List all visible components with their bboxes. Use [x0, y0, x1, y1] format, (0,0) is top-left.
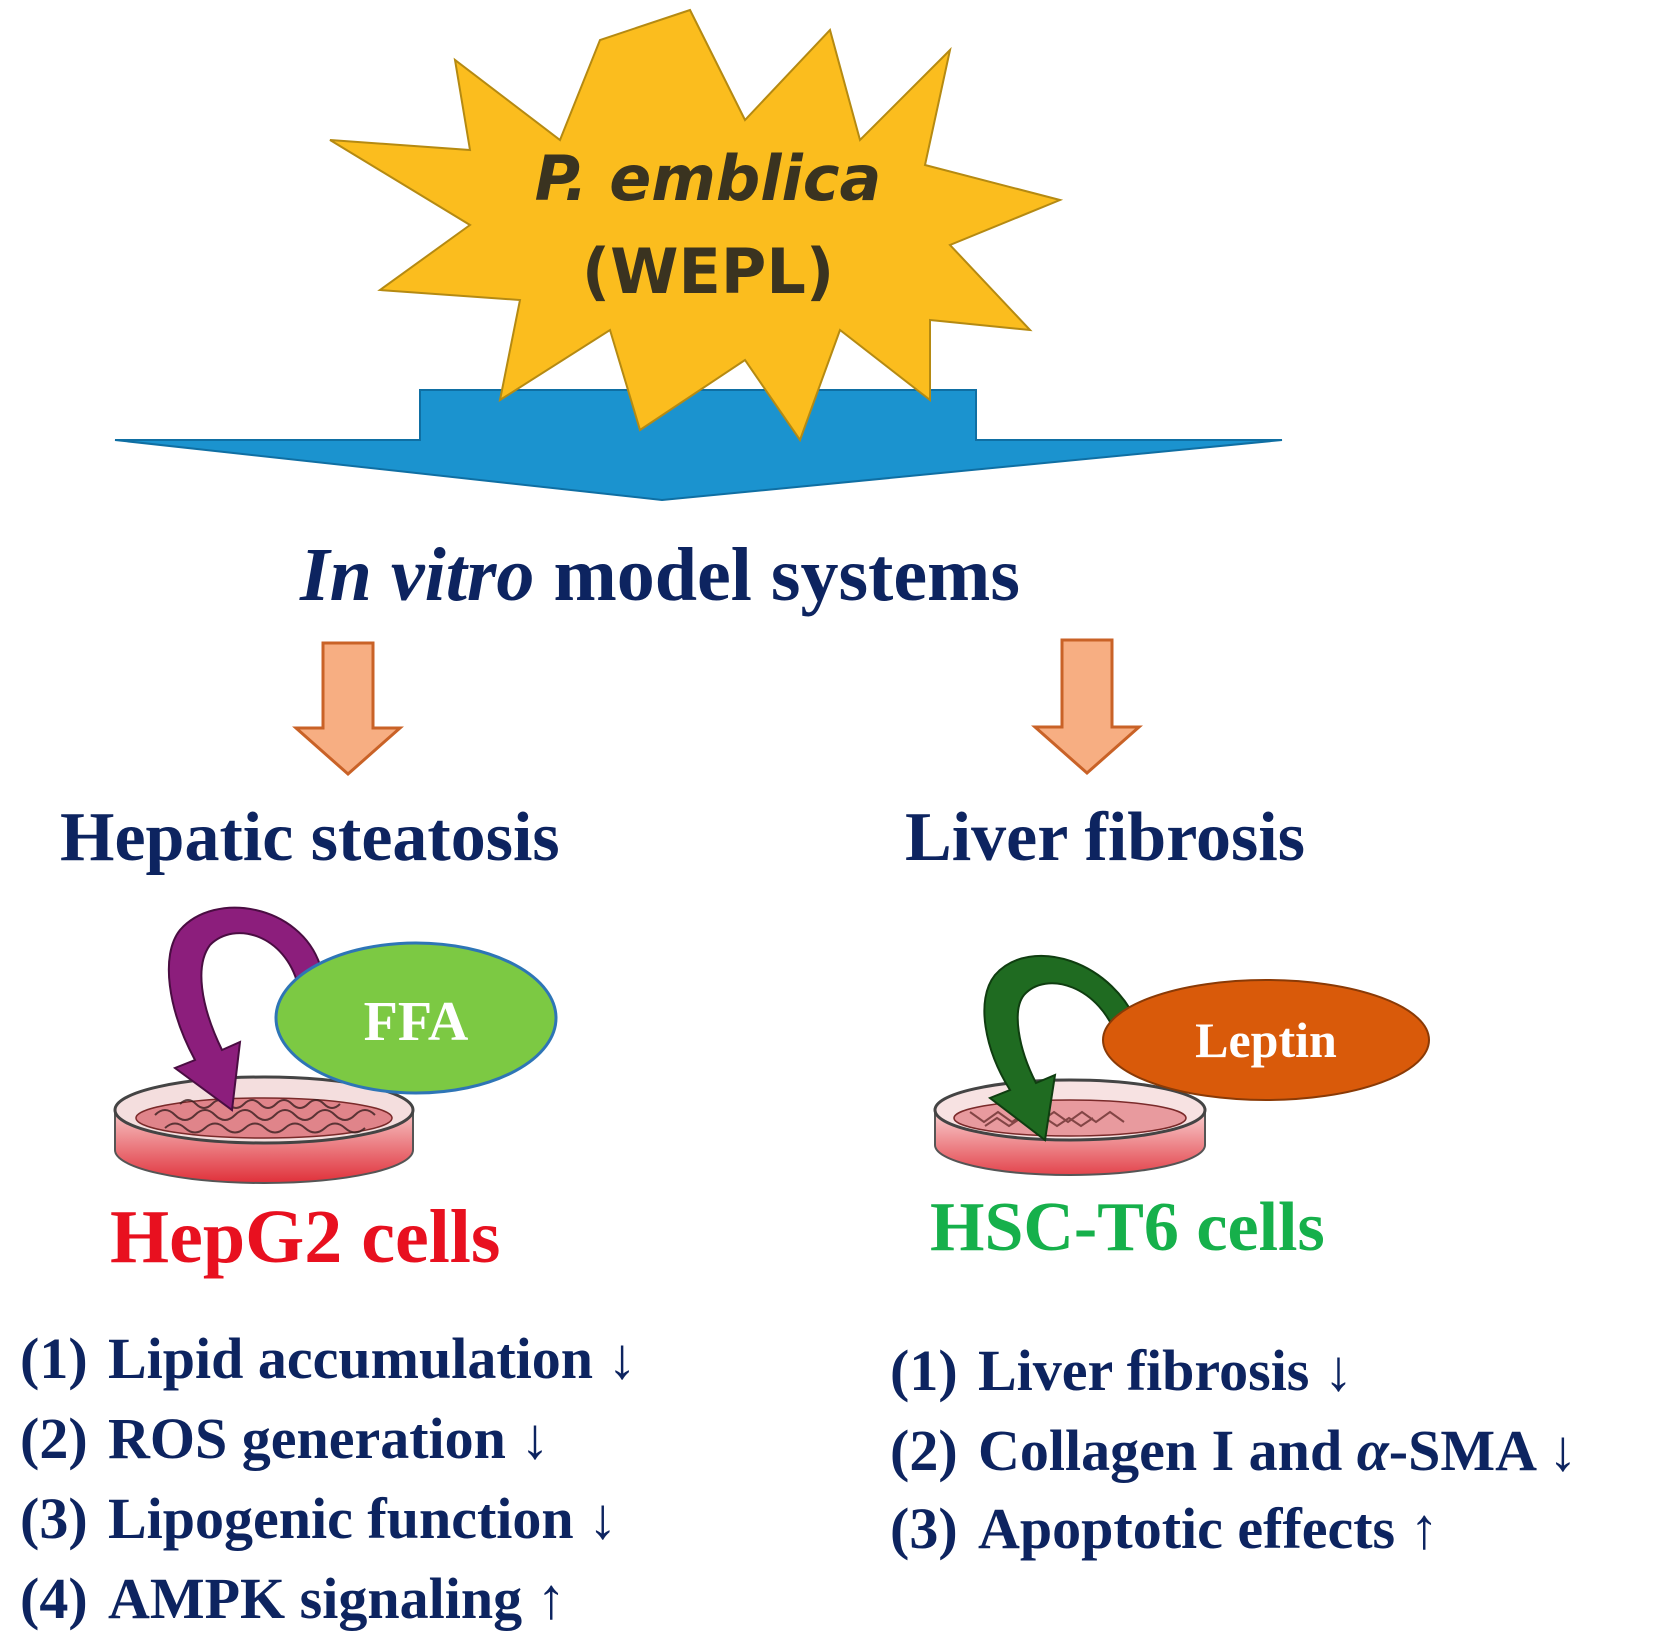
effect-text: Apoptotic effects ↑ [978, 1496, 1439, 1561]
effect-text: Liver fibrosis ↓ [978, 1338, 1353, 1403]
effect-text: Collagen I and α-SMA ↓ [978, 1418, 1577, 1483]
effect-text: AMPK signaling ↑ [108, 1566, 566, 1631]
effect-item: (1) Lipid accumulation ↓ [20, 1326, 637, 1391]
effect-number: (1) [890, 1338, 958, 1403]
ffa-ellipse [274, 941, 558, 1095]
big-down-arrow [114, 389, 1283, 502]
effect-number: (4) [20, 1566, 88, 1631]
effect-item: (3) Apoptotic effects ↑ [890, 1496, 1439, 1561]
effect-text: Lipid accumulation ↓ [108, 1326, 637, 1391]
effect-number: (2) [890, 1418, 958, 1483]
hsc-t6-cells-label: HSC-T6 cells [930, 1189, 1325, 1266]
right-down-arrow [1031, 638, 1143, 776]
petri-dish-left [113, 1075, 415, 1184]
hepg2-culture-illustration: FFA [113, 906, 558, 1184]
source-abbreviation: (WEPL) [582, 235, 834, 308]
effect-item: (3) Lipogenic function ↓ [20, 1486, 617, 1551]
model-systems-italic: In vitro [299, 533, 534, 617]
effect-item: (1) Liver fibrosis ↓ [890, 1338, 1353, 1403]
effect-item: (2) Collagen I and α-SMA ↓ [890, 1418, 1577, 1483]
starburst-shape [329, 8, 1064, 443]
left-section-title: Hepatic steatosis [60, 799, 560, 876]
hsc-t6-effects-list: (1) Liver fibrosis ↓ (2) Collagen I and … [890, 1338, 1577, 1561]
effect-text: Lipogenic function ↓ [108, 1486, 617, 1551]
hsc-t6-culture-illustration: Leptin [933, 954, 1430, 1176]
effect-item: (2) ROS generation ↓ [20, 1406, 549, 1471]
petri-dish-right [933, 1078, 1207, 1176]
effect-text: ROS generation ↓ [108, 1406, 549, 1471]
source-name: P. emblica [535, 142, 882, 215]
effect-item: (4) AMPK signaling ↑ [20, 1566, 566, 1631]
effect-number: (3) [890, 1496, 958, 1561]
right-section-title: Liver fibrosis [905, 799, 1305, 876]
leptin-ellipse [1102, 979, 1430, 1101]
purple-curved-arrow [167, 906, 322, 1112]
leptin-label: Leptin [1195, 1012, 1337, 1068]
hepg2-effects-list: (1) Lipid accumulation ↓ (2) ROS generat… [20, 1326, 637, 1631]
hepg2-cells-label: HepG2 cells [110, 1195, 501, 1279]
effect-number: (1) [20, 1326, 88, 1391]
model-systems-heading: In vitro model systems [299, 533, 1020, 617]
model-systems-rest: model systems [534, 533, 1020, 617]
ffa-label: FFA [364, 991, 469, 1053]
effect-number: (3) [20, 1486, 88, 1551]
effect-number: (2) [20, 1406, 88, 1471]
green-curved-arrow [983, 954, 1142, 1142]
left-down-arrow [292, 641, 404, 777]
